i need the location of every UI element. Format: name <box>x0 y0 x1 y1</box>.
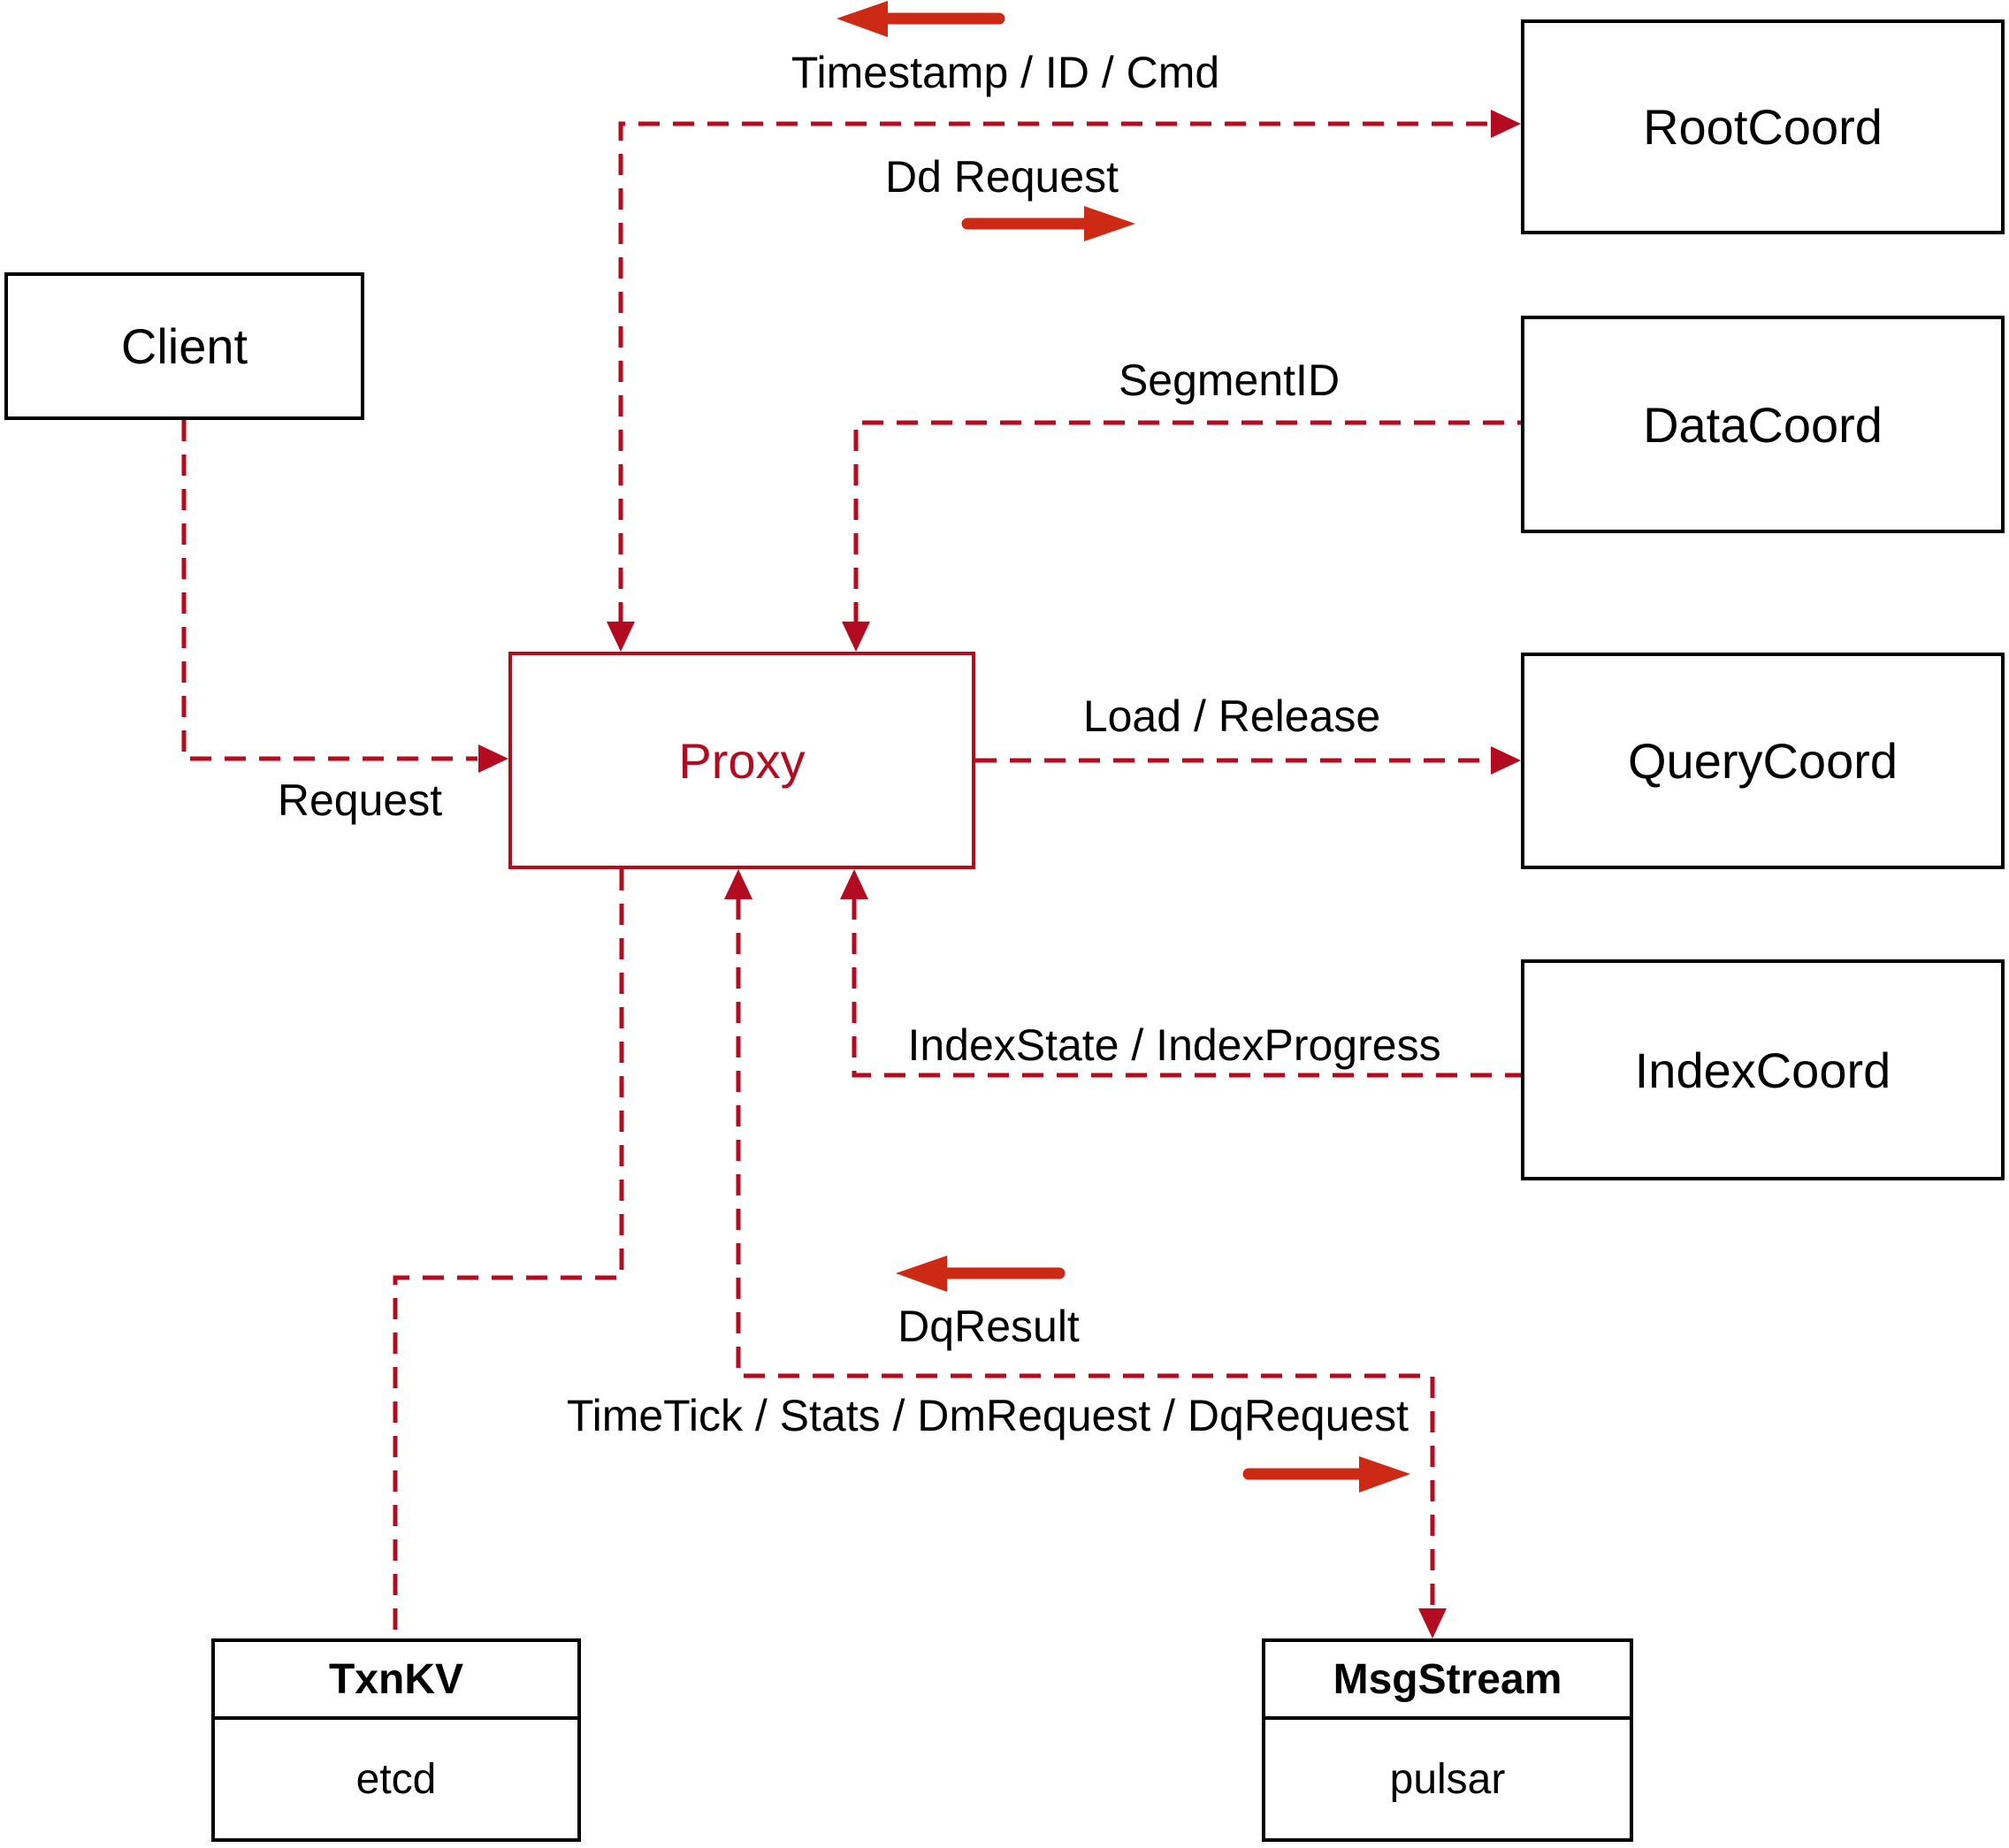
dqresult-direction-arrow-head-icon <box>896 1256 947 1292</box>
dd-request-label: Dd Request <box>884 152 1119 202</box>
txnkv-impl: etcd <box>355 1755 437 1803</box>
request-label: Request <box>277 775 443 825</box>
rootcoord-node: RootCoord <box>1521 19 2005 234</box>
msgstream-title: MsgStream <box>1265 1642 1630 1720</box>
msgstream-impl: pulsar <box>1389 1755 1506 1803</box>
arrowhead-into-querycoord-icon <box>1491 746 1521 775</box>
edge-datacoord-proxy <box>853 420 1521 623</box>
arrowhead-dataline-into-proxy-icon <box>842 622 870 652</box>
indexcoord-node: IndexCoord <box>1521 959 2005 1180</box>
timestamp-direction-arrow-head-icon <box>836 1 888 37</box>
querycoord-label: QueryCoord <box>1627 733 1898 789</box>
datacoord-node: DataCoord <box>1521 316 2005 533</box>
proxy-node: Proxy <box>508 652 975 869</box>
arrowhead-msgline-into-proxy-icon <box>724 869 752 899</box>
timestamp-id-cmd-label: Timestamp / ID / Cmd <box>791 48 1220 97</box>
arrowhead-into-rootcoord-icon <box>1491 110 1521 138</box>
edge-proxy-rootcoord <box>618 121 1489 623</box>
timetick-stats-dmrequest-dqrequest-label: TimeTick / Stats / DmRequest / DqRequest <box>566 1391 1409 1440</box>
querycoord-node: QueryCoord <box>1521 653 2005 869</box>
arrowhead-rootline-into-proxy-icon <box>607 622 635 652</box>
indexcoord-label: IndexCoord <box>1634 1042 1891 1098</box>
proxy-label: Proxy <box>678 732 806 789</box>
edge-indexcoord-proxy <box>852 898 1521 1078</box>
timetick-direction-arrow-head-icon <box>1359 1456 1410 1493</box>
txnkv-title: TxnKV <box>215 1642 577 1720</box>
segmentid-label: SegmentID <box>1118 355 1341 405</box>
indexstate-indexprogress-label: IndexState / IndexProgress <box>907 1020 1441 1070</box>
edge-proxy-txnkv <box>393 869 624 1638</box>
rootcoord-label: RootCoord <box>1643 99 1883 155</box>
arrowhead-into-msgstream-icon <box>1418 1608 1447 1638</box>
load-release-label: Load / Release <box>1082 691 1381 741</box>
arrowhead-into-proxy-left-icon <box>478 745 508 773</box>
msgstream-node: MsgStream pulsar <box>1262 1638 1633 1842</box>
edge-proxy-msgstream <box>736 898 1435 1609</box>
client-label: Client <box>120 318 248 374</box>
edge-client-proxy <box>181 420 477 761</box>
datacoord-label: DataCoord <box>1643 396 1883 453</box>
arrowhead-indexline-into-proxy-icon <box>840 869 868 899</box>
dd-request-direction-arrow-head-icon <box>1084 206 1135 241</box>
client-node: Client <box>4 272 364 420</box>
txnkv-node: TxnKV etcd <box>211 1638 581 1842</box>
dqresult-label: DqResult <box>898 1302 1080 1351</box>
